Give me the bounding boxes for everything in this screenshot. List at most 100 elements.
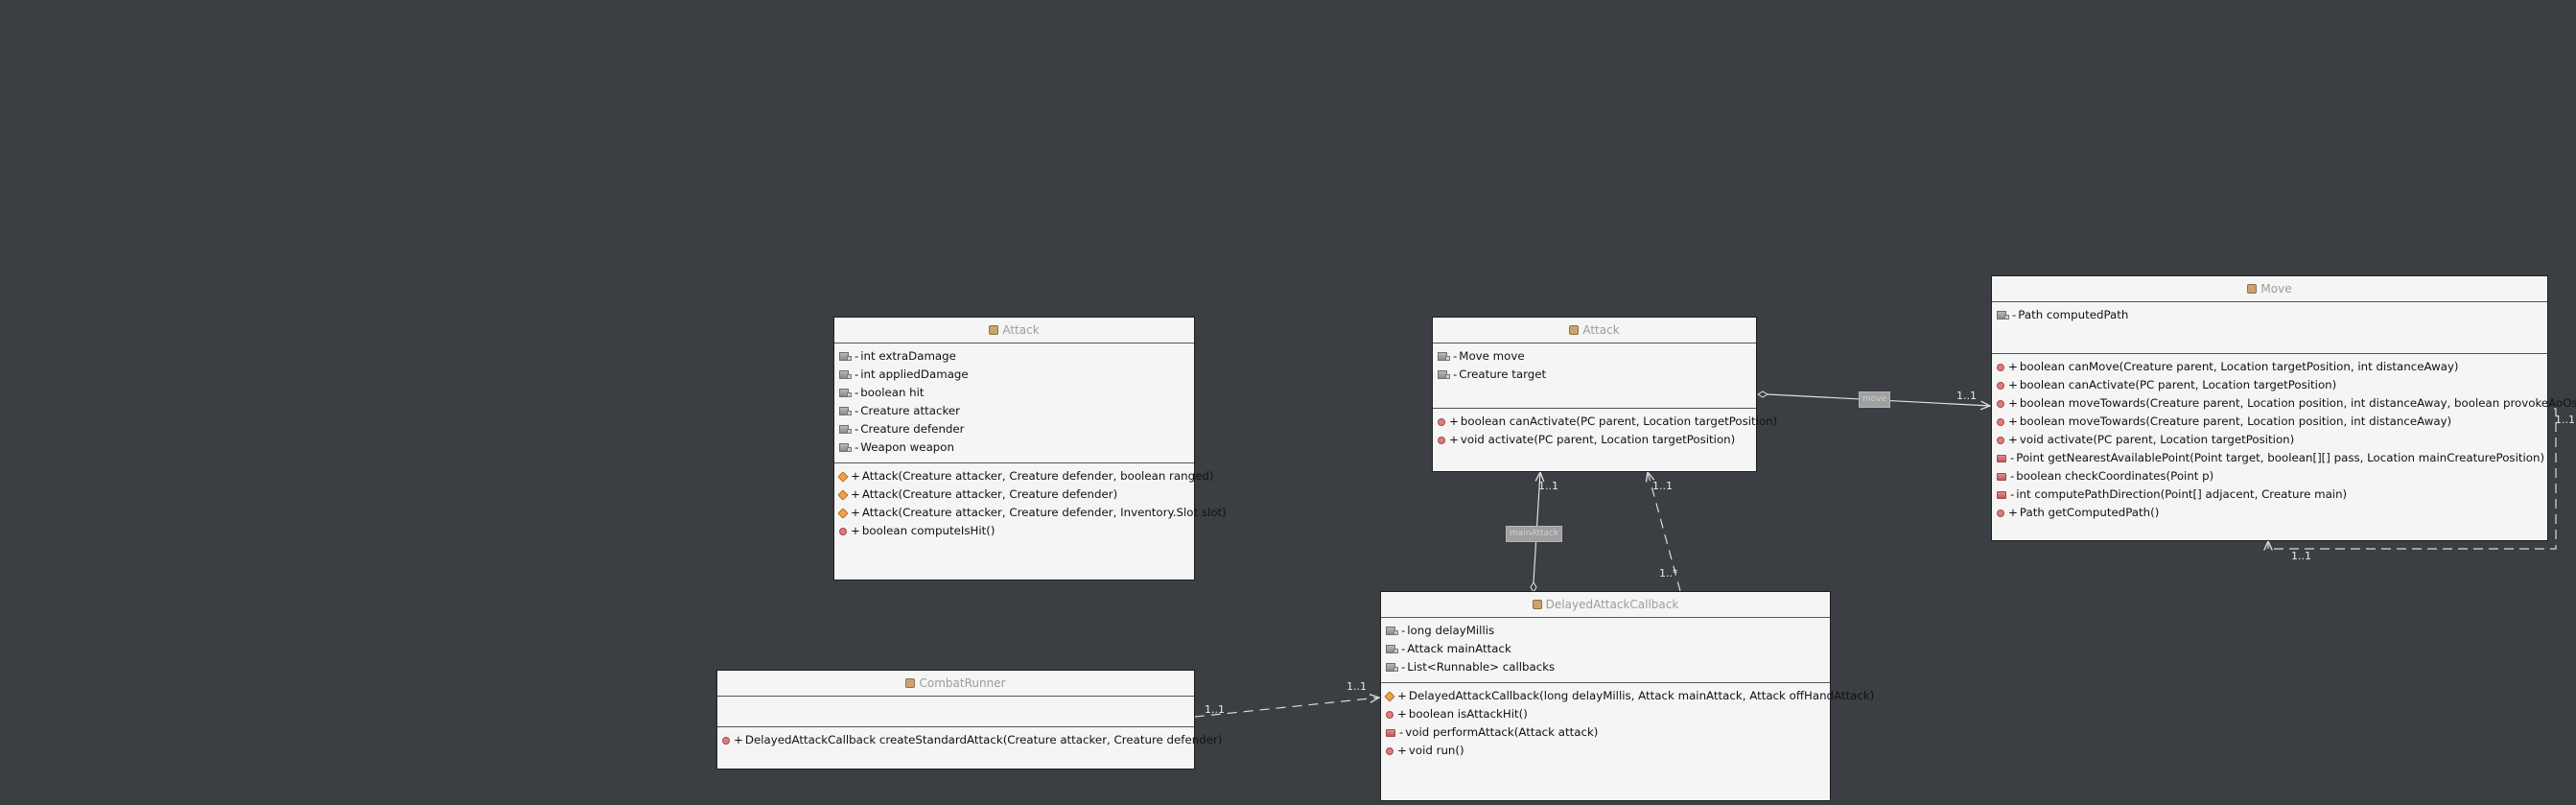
field-row[interactable]: -Creature defender [839,420,1189,438]
visibility-marker: - [855,349,859,363]
field-lock-icon [1393,630,1398,635]
fields-section [717,697,1194,727]
class-header[interactable]: CombatRunner [717,671,1194,697]
method-icon [1997,455,2006,462]
field-row[interactable]: -int appliedDamage [839,366,1189,384]
method-icon [1386,729,1395,737]
field-row[interactable]: -Move move [1438,347,1751,366]
class-name: CombatRunner [919,676,1006,690]
visibility-marker: + [2008,506,2018,519]
field-row[interactable]: -long delayMillis [1386,622,1825,640]
field-text: int appliedDamage [860,367,969,381]
field-text: Creature target [1459,367,1547,381]
fields-section: -Path computedPath [1992,302,2547,354]
class-box-delayed-attack-callback[interactable]: DelayedAttackCallback -long delayMillis-… [1380,591,1874,801]
method-row[interactable]: +Attack(Creature attacker, Creature defe… [837,504,1227,522]
method-text: Attack(Creature attacker, Creature defen… [861,487,1118,501]
methods-section: +boolean canActivate(PC parent, Location… [1433,409,1777,455]
method-icon [1997,491,2006,499]
method-row[interactable]: +Path getComputedPath() [1997,504,2542,522]
field-row[interactable]: -Path computedPath [1997,306,2542,324]
method-text: boolean moveTowards(Creature parent, Loc… [2019,414,2452,428]
field-row[interactable]: -List<Runnable> callbacks [1386,658,1825,676]
fields-section: -Move move-Creature target [1433,343,1756,409]
class-name: Attack [1582,323,1620,337]
mult-attack-move: 1..1 [1956,390,1977,402]
field-row[interactable]: -Weapon weapon [839,438,1189,457]
method-icon [1997,364,2004,371]
method-icon [1386,747,1393,755]
class-header[interactable]: DelayedAttackCallback [1381,592,1830,618]
method-icon [839,528,847,535]
field-lock-icon [1393,649,1398,653]
method-row[interactable]: +boolean canActivate(PC parent, Location… [1997,376,2542,394]
field-row[interactable]: -Attack mainAttack [1386,640,1825,658]
fields-section: -long delayMillis-Attack mainAttack-List… [1381,618,1830,683]
class-header[interactable]: Attack [1433,318,1756,343]
mult-mainattack: 1..1 [1538,480,1558,492]
field-lock-icon [847,447,852,452]
class-box-combat-runner[interactable]: CombatRunner +DelayedAttackCallback crea… [716,670,1222,769]
method-row[interactable]: -Point getNearestAvailablePoint(Point ta… [1997,449,2544,467]
constructor-icon [837,489,849,501]
method-text: boolean canActivate(PC parent, Location … [2019,378,2337,391]
class-icon [989,325,999,335]
method-icon [1386,711,1393,719]
field-lock-icon [1445,356,1450,361]
visibility-marker: + [2008,414,2018,428]
method-icon [1997,437,2004,444]
method-row[interactable]: +Attack(Creature attacker, Creature defe… [837,467,1213,485]
method-row[interactable]: -void performAttack(Attack attack) [1386,723,1825,742]
visibility-marker: - [2010,469,2015,483]
method-icon [1997,509,2004,517]
visibility-marker: + [1449,414,1459,428]
method-row[interactable]: +boolean computeIsHit() [839,522,1189,540]
method-row[interactable]: +boolean isAttackHit() [1386,705,1825,723]
field-row[interactable]: -boolean hit [839,384,1189,402]
method-row[interactable]: +boolean moveTowards(Creature parent, Lo… [1997,413,2542,431]
method-row[interactable]: +boolean canMove(Creature parent, Locati… [1997,358,2542,376]
visibility-marker: - [2012,308,2017,321]
field-lock-icon [847,429,852,434]
visibility-marker: + [851,469,860,483]
visibility-marker: - [1399,725,1404,739]
method-row[interactable]: +void run() [1386,742,1825,760]
mult-move-self-bottom: 1..1 [2291,550,2311,562]
field-row[interactable]: -Creature target [1438,366,1751,384]
method-row[interactable]: -boolean checkCoordinates(Point p) [1997,467,2542,485]
class-icon [2247,284,2258,294]
visibility-marker: - [1453,349,1458,363]
method-row[interactable]: +boolean canActivate(PC parent, Location… [1438,413,1777,431]
visibility-marker: - [1401,624,1406,637]
method-row[interactable]: +boolean moveTowards(Creature parent, Lo… [1997,394,2576,413]
visibility-marker: + [2008,360,2018,373]
field-text: Attack mainAttack [1407,642,1511,655]
method-row[interactable]: +DelayedAttackCallback createStandardAtt… [722,731,1222,749]
field-text: long delayMillis [1407,624,1495,637]
method-icon [1438,418,1445,426]
field-text: List<Runnable> callbacks [1407,660,1556,674]
dep-move-self[interactable] [2268,408,2557,549]
field-text: Move move [1459,349,1525,363]
class-header[interactable]: Move [1992,276,2547,302]
method-row[interactable]: +void activate(PC parent, Location targe… [1438,431,1751,449]
method-row[interactable]: +DelayedAttackCallback(long delayMillis,… [1384,687,1874,705]
dep-combat-delayed[interactable] [1194,698,1379,718]
class-header[interactable]: Attack [834,318,1194,343]
visibility-marker: + [1397,707,1407,721]
field-row[interactable]: -Creature attacker [839,402,1189,420]
visibility-marker: + [1397,689,1407,702]
field-lock-icon [2004,315,2009,320]
method-row[interactable]: +void activate(PC parent, Location targe… [1997,431,2542,449]
dep-delayed-attack[interactable] [1648,472,1681,592]
method-text: Attack(Creature attacker, Creature defen… [861,506,1227,519]
method-row[interactable]: +Attack(Creature attacker, Creature defe… [837,485,1189,504]
class-box-attack-mid[interactable]: Attack -Move move-Creature target +boole… [1432,317,1777,472]
class-box-move[interactable]: Move -Path computedPath +boolean canMove… [1991,275,2576,541]
class-box-attack-left[interactable]: Attack -int extraDamage-int appliedDamag… [833,317,1227,580]
method-row[interactable]: -int computePathDirection(Point[] adjace… [1997,485,2542,504]
method-icon [1997,473,2006,481]
field-row[interactable]: -int extraDamage [839,347,1189,366]
methods-section: +boolean canMove(Creature parent, Locati… [1992,354,2576,528]
method-text: DelayedAttackCallback(long delayMillis, … [1408,689,1875,702]
